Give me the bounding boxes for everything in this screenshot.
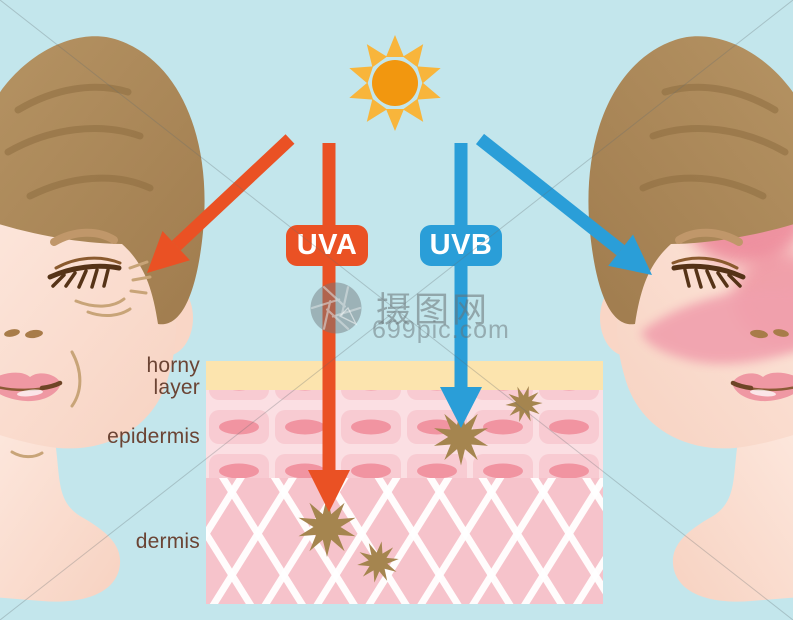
sun-icon: [346, 35, 444, 131]
watermark-site-name: 摄图网: [376, 291, 491, 330]
label-horny-layer: horny layer: [146, 354, 200, 399]
watermark-site-url: 699pic.com: [372, 316, 510, 344]
wrinkle-lines: [10, 260, 152, 459]
label-dermis: dermis: [135, 530, 200, 553]
uva-badge: UVA: [286, 225, 368, 266]
skin-cross-section: [206, 361, 603, 604]
uvb-arrow-diagonal: [475, 133, 652, 275]
uvb-badge: UVB: [420, 225, 502, 266]
horny-layer-band: [206, 361, 603, 390]
left-face-wrinkled: [0, 36, 205, 602]
uva-arrow-diagonal: [147, 134, 295, 273]
aperture-icon: [310, 282, 362, 334]
label-epidermis: epidermis: [107, 425, 200, 448]
sun-body: [372, 60, 418, 106]
right-face-sunburn: [588, 36, 793, 602]
